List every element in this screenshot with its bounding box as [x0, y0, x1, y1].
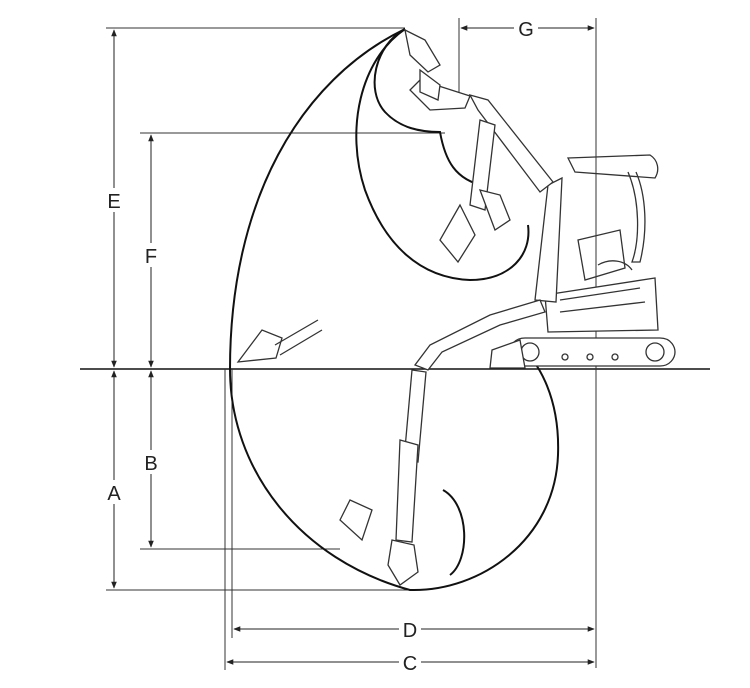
boom-upper-section — [468, 93, 554, 193]
boom-high — [534, 176, 563, 303]
upper-structure — [544, 277, 659, 333]
bucket-high — [404, 28, 441, 73]
dig-reach-envelope — [228, 28, 560, 592]
label-g: G — [518, 19, 534, 41]
bucket-reach — [236, 329, 283, 363]
lower-envelope-hook — [442, 489, 466, 576]
middle-envelope — [355, 28, 530, 282]
arm-low-lower — [395, 439, 419, 543]
label-e: E — [107, 191, 120, 213]
canopy-post — [627, 171, 646, 263]
label-a: A — [107, 483, 121, 505]
boom-low — [413, 299, 546, 371]
sprocket-wheel — [645, 342, 665, 362]
label-b: B — [144, 453, 157, 475]
outer-envelope — [228, 28, 560, 592]
label-f: F — [145, 246, 157, 268]
label-c: C — [403, 653, 417, 675]
dozer-blade — [489, 339, 526, 369]
bucket-depth — [339, 499, 373, 542]
arm-low-upper — [403, 369, 427, 463]
seat — [577, 229, 626, 281]
inner-envelope — [373, 28, 486, 187]
dimension-labels: E F B A G D C — [104, 16, 538, 675]
canopy-roof — [566, 154, 659, 179]
label-d: D — [403, 620, 417, 642]
excavator-illustration — [236, 28, 676, 586]
bucket-low — [387, 539, 419, 586]
bucket-mid — [439, 203, 476, 264]
arm-mid — [469, 119, 496, 211]
